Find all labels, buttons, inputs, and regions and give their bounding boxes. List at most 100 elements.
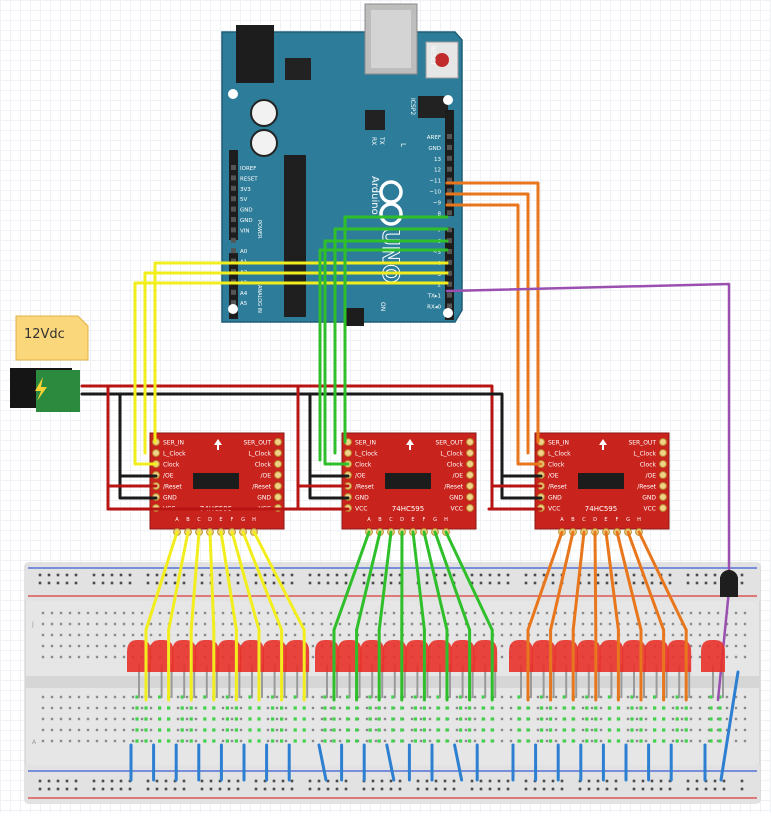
rail-hole bbox=[561, 780, 564, 783]
connected-hole bbox=[718, 706, 721, 709]
module-bottom-pin-label: H bbox=[444, 517, 448, 523]
reset-button-cap[interactable] bbox=[435, 53, 449, 67]
terminal-hole bbox=[276, 740, 278, 742]
terminal-hole bbox=[366, 718, 368, 720]
terminal-hole bbox=[744, 707, 746, 709]
rail-hole bbox=[489, 582, 492, 585]
terminal-hole bbox=[186, 612, 188, 614]
rail-hole bbox=[669, 574, 672, 577]
terminal-hole bbox=[600, 612, 602, 614]
module-left-pin-label: /Reset bbox=[548, 484, 567, 491]
rail-hole bbox=[318, 582, 321, 585]
terminal-hole bbox=[78, 707, 80, 709]
rail-hole bbox=[444, 780, 447, 783]
terminal-hole bbox=[672, 740, 674, 742]
capacitor-1 bbox=[251, 100, 277, 126]
rail-hole bbox=[318, 574, 321, 577]
terminal-hole bbox=[411, 634, 413, 636]
terminal-hole bbox=[735, 612, 737, 614]
connected-hole bbox=[540, 706, 543, 709]
connected-hole bbox=[549, 739, 552, 742]
terminal-hole bbox=[150, 707, 152, 709]
connected-hole bbox=[203, 728, 206, 731]
module-pin bbox=[660, 450, 667, 457]
terminal-hole bbox=[375, 696, 377, 698]
rail-hole bbox=[597, 780, 600, 783]
terminal-hole bbox=[132, 740, 134, 742]
connected-hole bbox=[608, 739, 611, 742]
module-right-pin-label: GND bbox=[642, 495, 656, 502]
terminal-hole bbox=[717, 634, 719, 636]
connected-hole bbox=[491, 728, 494, 731]
terminal-hole bbox=[483, 623, 485, 625]
terminal-hole bbox=[555, 623, 557, 625]
terminal-hole bbox=[186, 634, 188, 636]
terminal-hole bbox=[429, 696, 431, 698]
terminal-hole bbox=[240, 707, 242, 709]
connected-hole bbox=[257, 728, 260, 731]
terminal-hole bbox=[285, 612, 287, 614]
terminal-hole bbox=[582, 718, 584, 720]
rail-hole bbox=[273, 780, 276, 783]
rail-hole bbox=[480, 582, 483, 585]
terminal-hole bbox=[537, 729, 539, 731]
connected-hole bbox=[653, 728, 656, 731]
breadboard-center-channel bbox=[25, 676, 760, 688]
terminal-hole bbox=[438, 612, 440, 614]
terminal-hole bbox=[141, 623, 143, 625]
rail-hole bbox=[39, 788, 42, 791]
module-right-pin-label: /OE bbox=[260, 473, 271, 480]
rail-hole bbox=[156, 574, 159, 577]
terminal-hole bbox=[474, 634, 476, 636]
connected-hole bbox=[459, 728, 462, 731]
rail-hole bbox=[444, 582, 447, 585]
terminal-hole bbox=[501, 612, 503, 614]
module-left-pin-label: L_Clock bbox=[548, 451, 571, 458]
terminal-hole bbox=[141, 696, 143, 698]
terminal-hole bbox=[114, 707, 116, 709]
module-pin bbox=[660, 439, 667, 446]
terminal-hole bbox=[249, 623, 251, 625]
terminal-hole bbox=[87, 634, 89, 636]
terminal-hole bbox=[384, 707, 386, 709]
terminal-hole bbox=[744, 696, 746, 698]
terminal-hole bbox=[591, 740, 593, 742]
module-right-pin-label: SER_OUT bbox=[628, 440, 656, 447]
terminal-hole bbox=[555, 696, 557, 698]
connected-hole bbox=[718, 728, 721, 731]
terminal-hole bbox=[132, 634, 134, 636]
transistor-top bbox=[720, 570, 738, 588]
terminal-hole bbox=[42, 718, 44, 720]
terminal-hole bbox=[582, 634, 584, 636]
terminal-hole bbox=[726, 645, 728, 647]
terminal-hole bbox=[636, 707, 638, 709]
connected-hole bbox=[617, 706, 620, 709]
connected-hole bbox=[167, 717, 170, 720]
terminal-hole bbox=[87, 718, 89, 720]
terminal-hole bbox=[591, 696, 593, 698]
terminal-hole bbox=[105, 729, 107, 731]
terminal-hole bbox=[690, 729, 692, 731]
terminal-hole bbox=[303, 612, 305, 614]
terminal-hole bbox=[627, 696, 629, 698]
rail-hole bbox=[705, 582, 708, 585]
arduino-left-pin-label: 5V bbox=[240, 197, 247, 203]
module-left-pin-label: SER_IN bbox=[548, 440, 569, 447]
rail-hole bbox=[201, 574, 204, 577]
module-chip bbox=[193, 473, 239, 489]
terminal-hole bbox=[600, 634, 602, 636]
terminal-hole bbox=[492, 612, 494, 614]
connected-hole bbox=[158, 717, 161, 720]
terminal-hole bbox=[96, 729, 98, 731]
connected-hole bbox=[203, 706, 206, 709]
terminal-hole bbox=[222, 707, 224, 709]
rail-hole bbox=[228, 780, 231, 783]
module-pin bbox=[275, 483, 282, 490]
terminal-hole bbox=[42, 707, 44, 709]
connected-hole bbox=[445, 739, 448, 742]
rail-hole bbox=[273, 788, 276, 791]
terminal-hole bbox=[420, 718, 422, 720]
terminal-hole bbox=[339, 623, 341, 625]
terminal-hole bbox=[177, 729, 179, 731]
arduino-left-pin-label: GND bbox=[240, 208, 253, 214]
